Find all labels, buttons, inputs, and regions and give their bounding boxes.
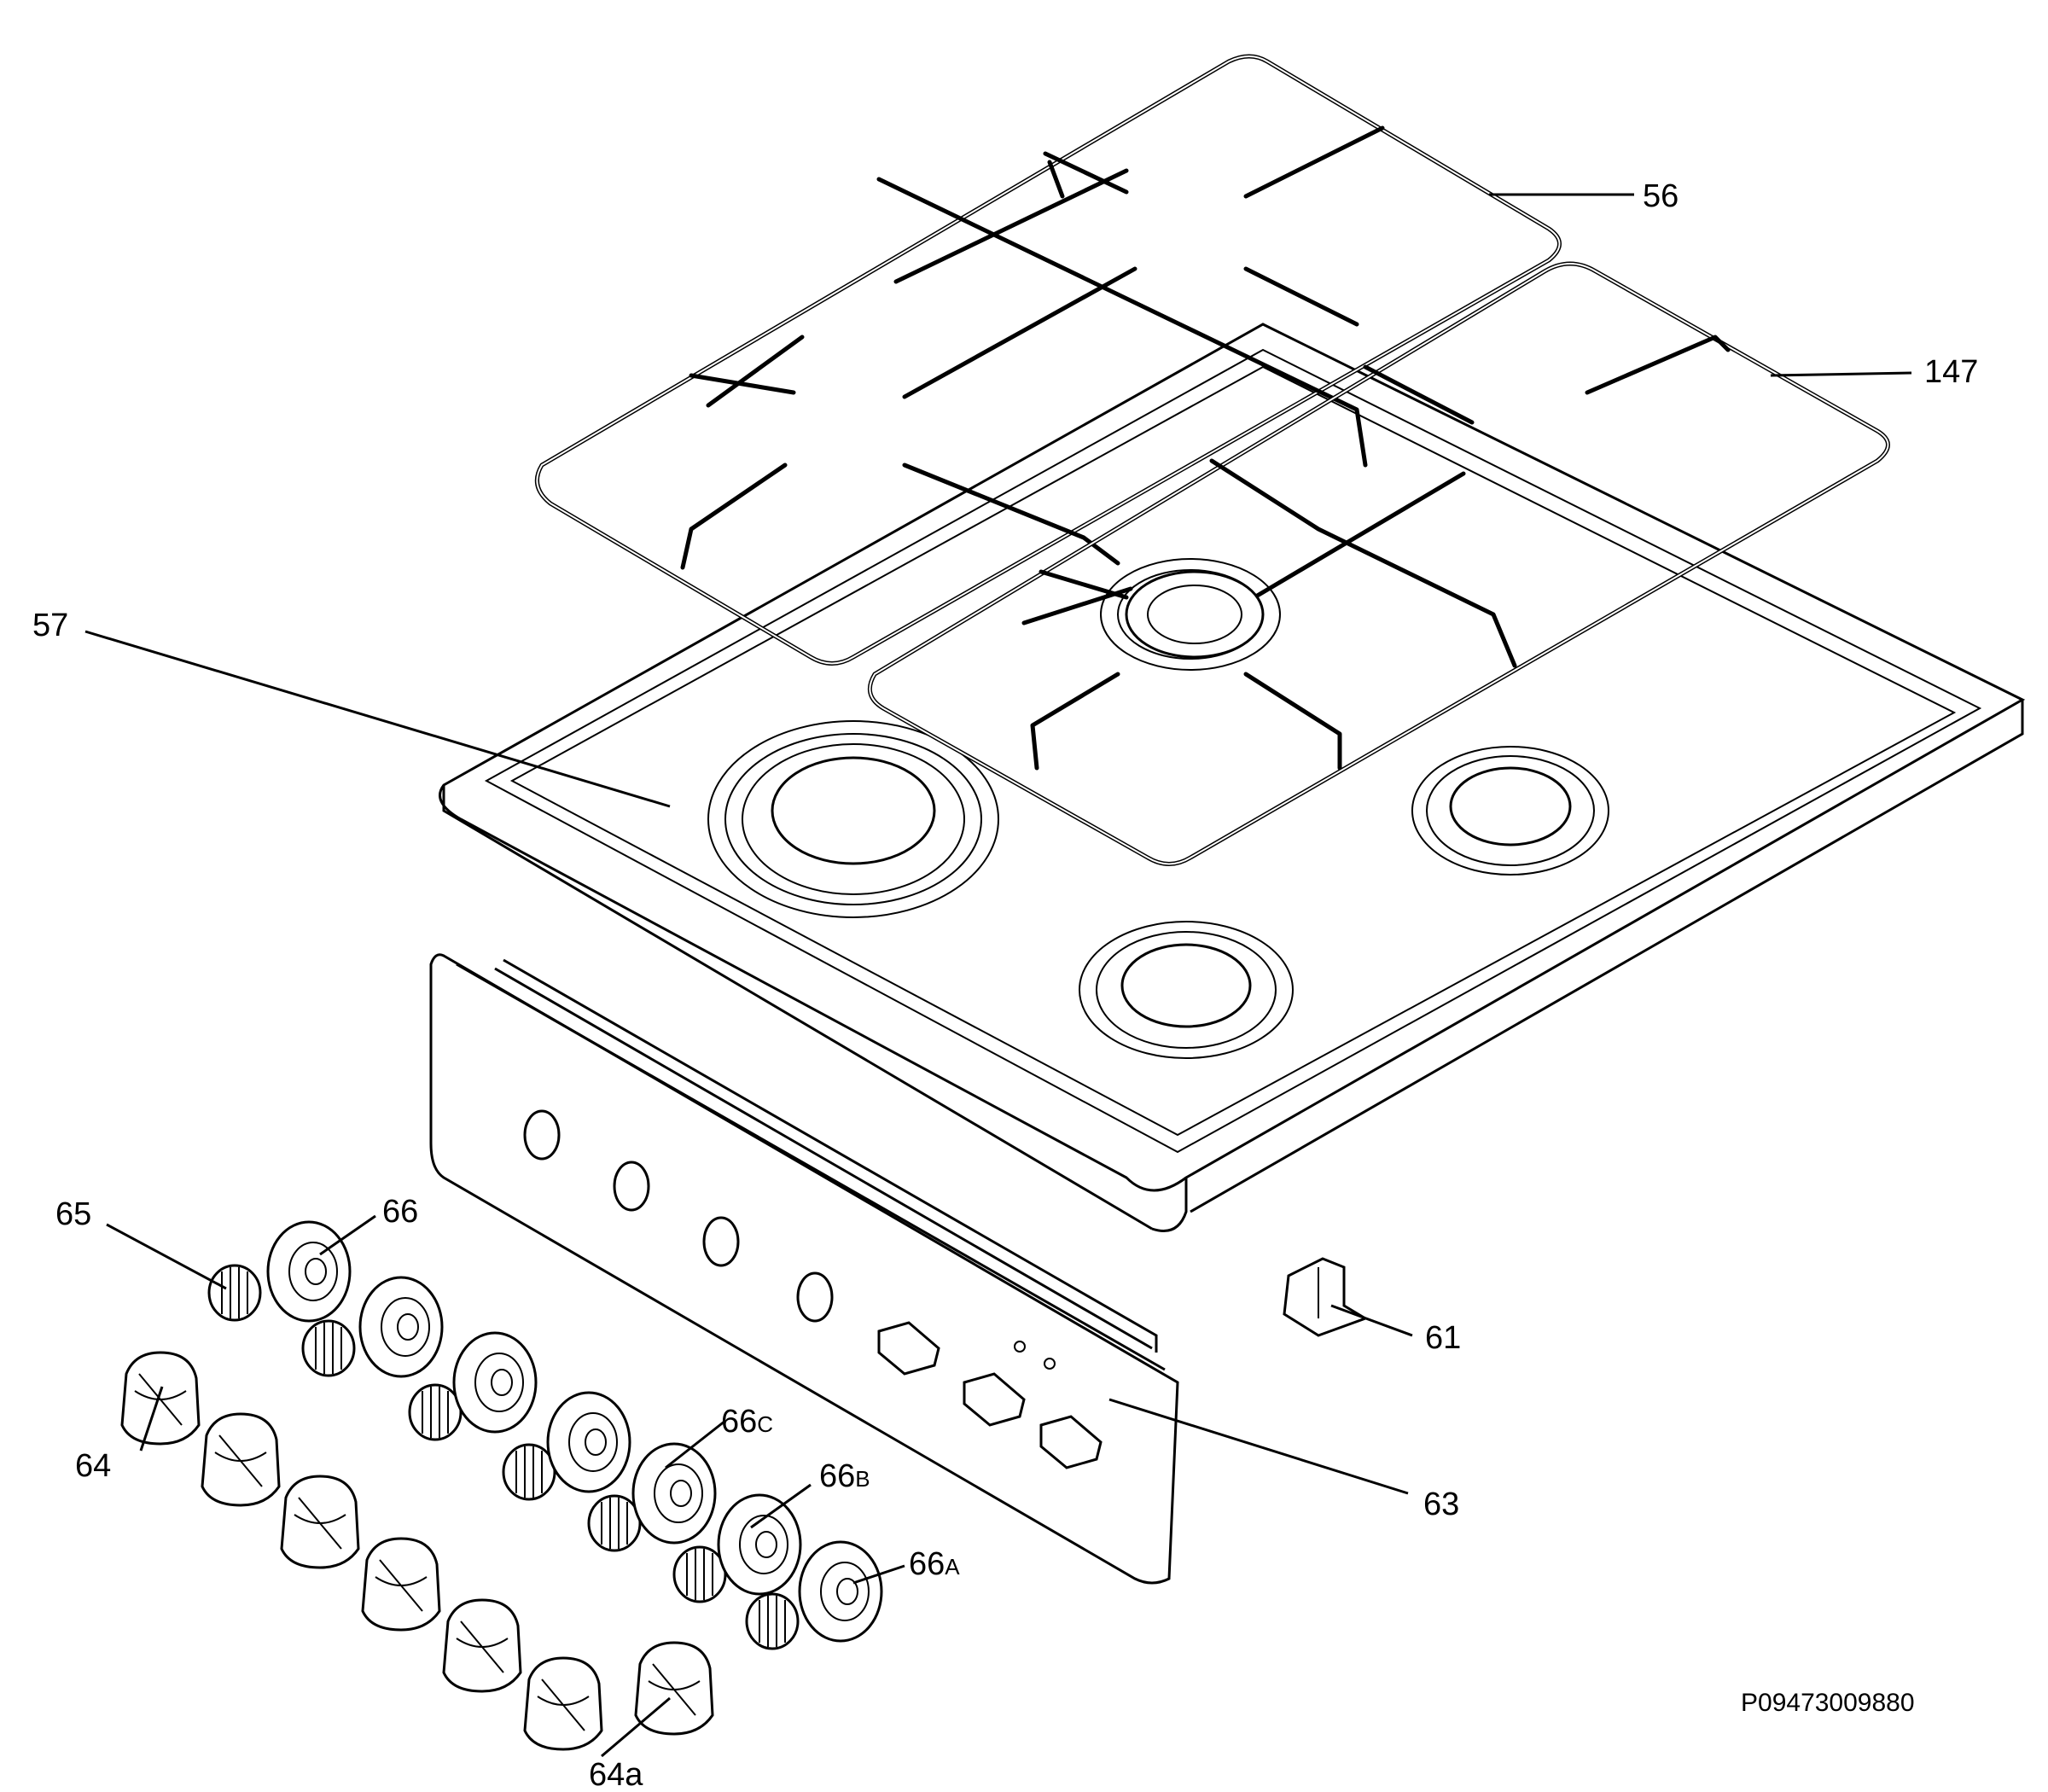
bracket [1283, 1257, 1369, 1337]
leader-lines [84, 193, 1912, 1758]
callout-66c: 66C [721, 1404, 773, 1440]
callout-66b-suffix: B [855, 1466, 870, 1492]
drawing-code: P09473009880 [1741, 1689, 1915, 1717]
callout-66c-suffix: C [757, 1411, 773, 1437]
callout-57: 57 [32, 608, 68, 643]
callout-66a: 66A [909, 1546, 960, 1582]
callout-64a: 64a [589, 1757, 643, 1792]
burner-well-rear-right [1411, 746, 1609, 876]
callout-66: 66 [382, 1194, 418, 1230]
callout-66c-number: 66 [721, 1404, 757, 1440]
control-panel [429, 953, 1179, 1585]
burner-well-front-left [707, 720, 999, 918]
callout-56: 56 [1643, 178, 1679, 214]
callout-65: 65 [55, 1196, 91, 1232]
burner-well-front-right [1079, 921, 1294, 1059]
callout-61: 61 [1425, 1320, 1461, 1356]
burner-cap-centre [1125, 570, 1265, 659]
pan-support-large [534, 54, 1562, 666]
callout-labels: 56 147 57 65 66 61 66C 64 66B 63 66A 64a… [32, 178, 1978, 1792]
pan-support-small [867, 261, 1890, 866]
callout-64: 64 [75, 1448, 111, 1484]
hob-top-plate [439, 323, 2026, 1232]
callout-63: 63 [1423, 1487, 1459, 1522]
springs [207, 1264, 800, 1650]
control-knobs [120, 1351, 714, 1751]
callout-66a-suffix: A [945, 1554, 960, 1580]
callout-147: 147 [1924, 354, 1978, 390]
callout-66b-number: 66 [819, 1458, 855, 1494]
callout-66b: 66B [819, 1458, 870, 1494]
callout-66a-number: 66 [909, 1546, 945, 1582]
